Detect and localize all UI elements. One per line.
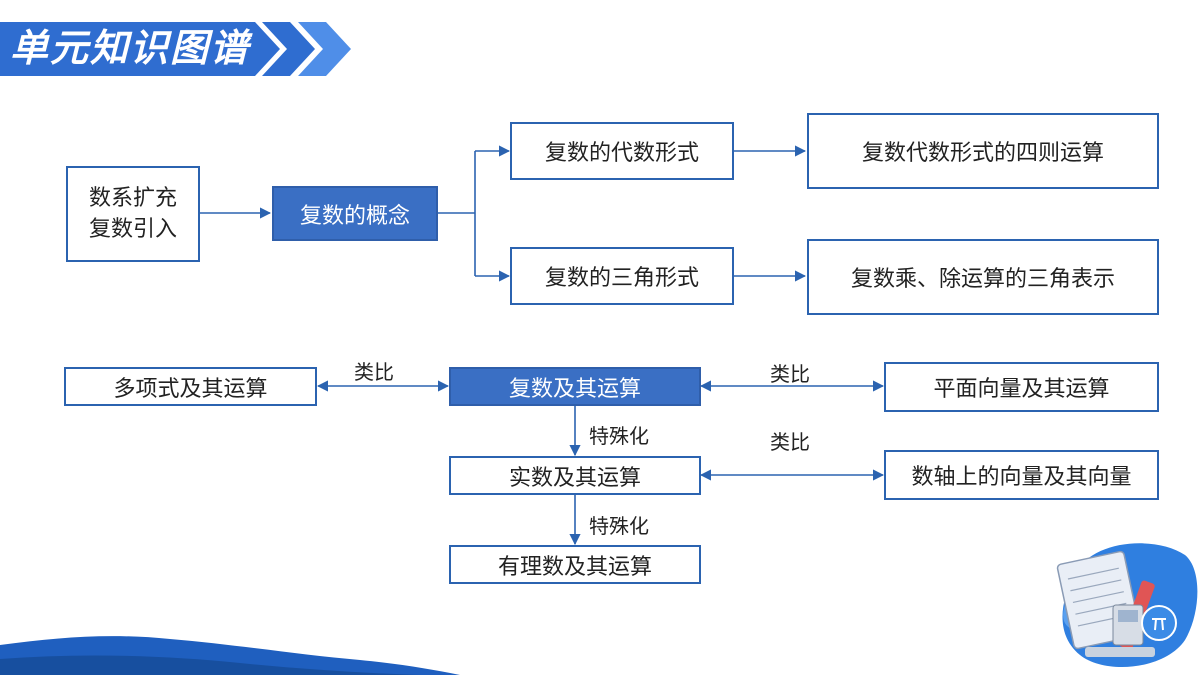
node-rational-operations: 有理数及其运算 bbox=[449, 545, 701, 584]
node-trig-operations: 复数乘、除运算的三角表示 bbox=[807, 239, 1159, 315]
wave-decoration bbox=[0, 636, 460, 675]
node-complex-operations: 复数及其运算 bbox=[449, 367, 701, 406]
page-title: 单元知识图谱 bbox=[10, 26, 251, 70]
label-specialize-1: 特殊化 bbox=[589, 424, 649, 448]
node-complex-concept: 复数的概念 bbox=[272, 186, 438, 241]
node-algebraic-operations: 复数代数形式的四则运算 bbox=[807, 113, 1159, 189]
node-real-operations: 实数及其运算 bbox=[449, 456, 701, 495]
node-axis-vector: 数轴上的向量及其向量 bbox=[884, 450, 1159, 500]
node-polynomial-operations: 多项式及其运算 bbox=[64, 367, 317, 406]
label-analogy-lower: 类比 bbox=[770, 430, 810, 454]
math-study-icon bbox=[1056, 543, 1198, 667]
node-number-system-expansion: 数系扩充 复数引入 bbox=[66, 166, 200, 262]
header-banner bbox=[0, 22, 351, 76]
node-algebraic-form: 复数的代数形式 bbox=[510, 122, 734, 180]
node-trig-form: 复数的三角形式 bbox=[510, 247, 734, 305]
label-analogy-left: 类比 bbox=[354, 360, 394, 384]
node-expand-line2: 复数引入 bbox=[88, 217, 177, 242]
node-vector-operations: 平面向量及其运算 bbox=[884, 362, 1159, 412]
label-analogy-right: 类比 bbox=[770, 362, 810, 386]
node-expand-line1: 数系扩充 bbox=[88, 186, 177, 211]
label-specialize-2: 特殊化 bbox=[589, 514, 649, 538]
